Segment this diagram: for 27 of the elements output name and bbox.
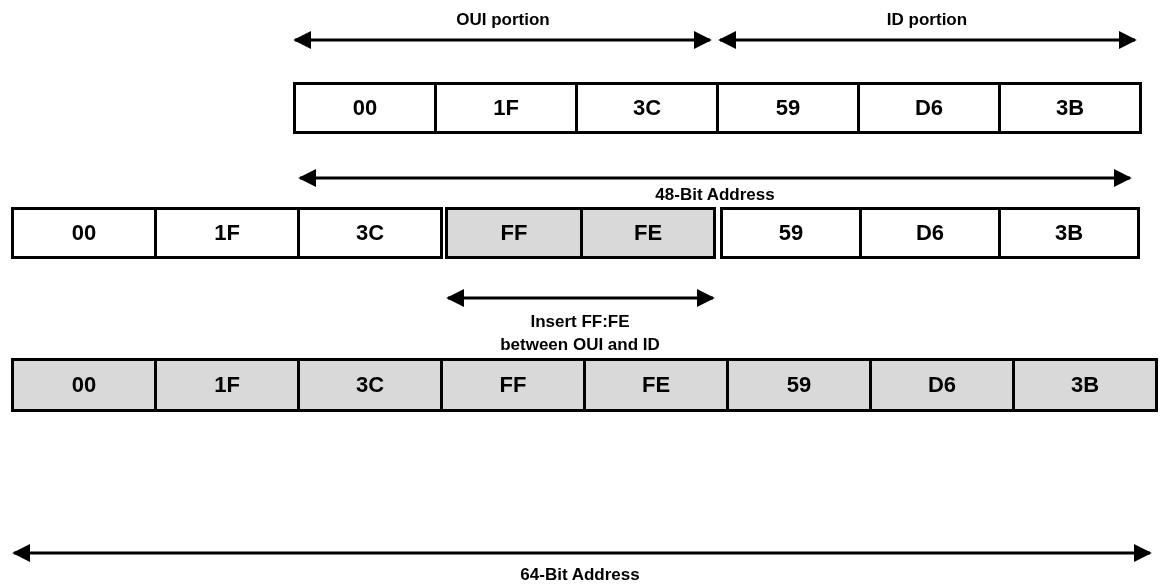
byte-cell: 1F [434, 82, 578, 134]
byte-cell: FE [583, 358, 729, 412]
byte-cell: D6 [857, 82, 1001, 134]
byte-cell: 59 [726, 358, 872, 412]
span-label: OUI portion [455, 9, 551, 31]
byte-cell: 3B [998, 207, 1140, 259]
span-label: 64-Bit Address [519, 564, 641, 586]
byte-cell: 59 [716, 82, 860, 134]
byte-cell: FF [440, 358, 586, 412]
byte-cell: 1F [154, 207, 300, 259]
byte-cell: 3B [998, 82, 1142, 134]
span-label: ID portion [885, 9, 969, 31]
byte-cell: FE [580, 207, 716, 259]
byte-cell: 1F [154, 358, 300, 412]
byte-cell: D6 [859, 207, 1001, 259]
byte-cell: 00 [11, 207, 157, 259]
byte-cell: FF [445, 207, 583, 259]
span-label: 48-Bit Address [654, 184, 776, 206]
byte-cell: 00 [293, 82, 437, 134]
byte-cell: 3C [575, 82, 719, 134]
byte-cell: D6 [869, 358, 1015, 412]
byte-cell: 3B [1012, 358, 1158, 412]
byte-cell: 00 [11, 358, 157, 412]
byte-cell: 59 [720, 207, 862, 259]
byte-cell: 3C [297, 207, 443, 259]
span-label: Insert FF:FE between OUI and ID [499, 311, 661, 356]
byte-cell: 3C [297, 358, 443, 412]
